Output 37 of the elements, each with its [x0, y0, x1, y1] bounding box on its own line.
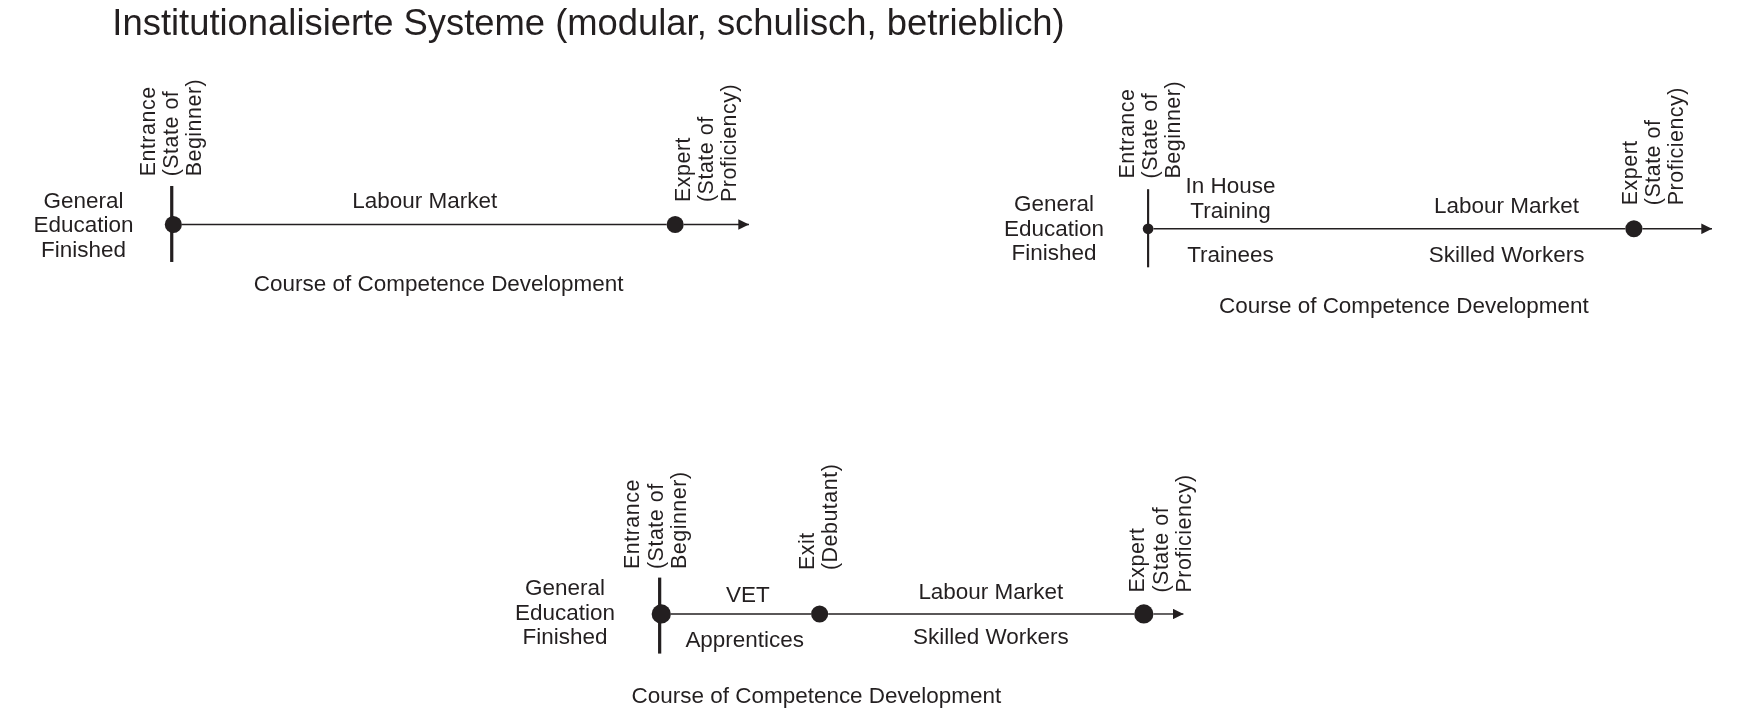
text-label: Trainees	[1186, 242, 1275, 267]
text-label: Course of Competence Development	[1218, 292, 1590, 318]
title: Institutionalisierte Systeme (modular, schulisch, betrieblich)	[112, 3, 1065, 44]
text-label: Labour Market	[917, 579, 1065, 604]
connector-line	[181, 223, 668, 226]
start-label: General Education Finished	[1003, 190, 1105, 265]
text-label: VET	[725, 581, 771, 606]
text-label: Labour Market	[351, 187, 499, 213]
start-label: General Education Finished	[32, 187, 135, 262]
milestone-label: Entrance (State of Beginner)	[621, 470, 691, 570]
text-label: Apprentices	[684, 626, 806, 651]
milestone-dot	[164, 215, 182, 234]
milestone-label: Entrance (State of Beginner)	[136, 77, 206, 177]
milestone-dot	[666, 215, 684, 234]
milestone-label: Expert (State of Proficiency)	[671, 84, 741, 203]
arrow	[683, 219, 750, 230]
milestone-dot	[1625, 220, 1643, 238]
milestone-dot	[1142, 223, 1154, 235]
connector-line	[1152, 228, 1627, 230]
milestone-dot	[651, 604, 671, 624]
arrow	[1641, 223, 1713, 235]
text-label: Labour Market	[1433, 192, 1580, 218]
milestone-label: Exit (Debutant)	[795, 463, 842, 571]
text-label: Skilled Workers	[1427, 242, 1586, 267]
milestone-label: Entrance (State of Beginner)	[1115, 79, 1185, 179]
connector-line	[670, 613, 812, 615]
milestone-dot	[811, 605, 829, 623]
start-label: General Education Finished	[514, 574, 616, 649]
text-label: In House Training	[1185, 173, 1277, 223]
arrow	[1152, 608, 1185, 620]
connector-line	[827, 613, 1135, 615]
text-label: Skilled Workers	[912, 624, 1070, 649]
text-label: Course of Competence Development	[252, 271, 625, 296]
milestone-dot	[1134, 604, 1154, 624]
milestone-label: Expert (State of Proficiency)	[1618, 87, 1688, 206]
milestone-label: Expert (State of Proficiency)	[1126, 474, 1196, 593]
text-label: Course of Competence Development	[630, 682, 1003, 708]
